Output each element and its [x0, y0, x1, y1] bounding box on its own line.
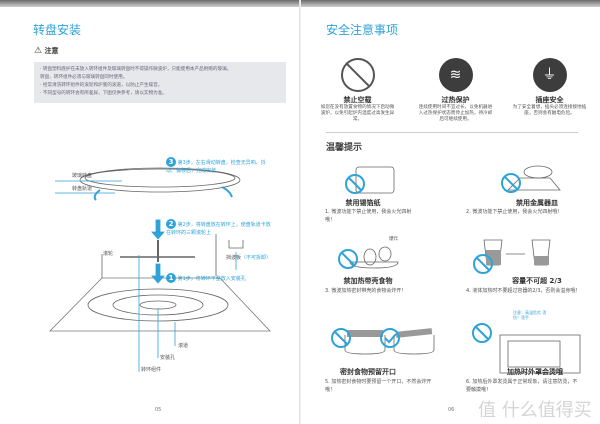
baffle-text: 挡波板: [226, 255, 242, 261]
safety-desc: 如您在没有放置食物的情况下启动微波炉，以免引起炉内温度过高发生异常。: [320, 105, 395, 122]
label-ring-assembly: 转环组件: [141, 367, 162, 373]
safety-desc: 连续使用时间不宜过长，以免机器进入过热保护状态而停止加热，待冷却后可继续使用。: [418, 105, 493, 122]
tip-title: 容量不可超 2/3: [512, 277, 562, 285]
tip-item: 容量不可超 2/3: [497, 276, 577, 286]
page-title: 转盘安装: [33, 23, 82, 37]
note-line: · 转盘塑料底护在未放入转环组件及玻璃转盘时不得操作微波炉，只能使用本产品附赠的…: [40, 67, 232, 72]
step-text: 第1步，将转环平整放入安装孔: [177, 276, 246, 282]
note-box: · 转盘塑料底护在未放入转环组件及玻璃转盘时不得操作微波炉，只能使用本产品附赠的…: [34, 62, 286, 103]
safety-item: ≋ 过热保护 连续使用时间不宜过长，以免机器进入过热保护状态而停止加热，待冷却后…: [418, 58, 493, 123]
label-glass-plate: 玻璃转盘: [72, 173, 93, 179]
step-number: 3: [166, 157, 176, 167]
tip-title: 密封食物预留开口: [340, 368, 396, 376]
step-3: 3 第3步，左右滑动转盘，检查无异响、抖动、偏移后，完成安装: [166, 157, 266, 175]
tip-desc: 2. 微波功能下禁止使用，我会火光四射哦！: [466, 209, 563, 215]
warning-icon: ⚠: [34, 46, 43, 56]
safety-title: 禁止空载: [343, 96, 372, 104]
step-2: 2 第2步，将转盘放在转环上，使盘轨道卡放在转环的三颗滚轮上: [166, 219, 271, 237]
step-text: 第3步，左右滑动转盘，检查无异响、抖动、偏移后，完成安装: [166, 160, 266, 174]
step-text: 第2步，将转盘放在转环上，使盘轨道卡放在转环的三颗滚轮上: [166, 222, 271, 236]
page-spine: [299, 0, 301, 424]
tip-title: 禁加热带壳食物: [343, 277, 393, 285]
overheat-icon: ≋: [438, 58, 473, 92]
page-number: 06: [448, 407, 455, 413]
tip-desc: 5. 加热密封食物时要预留一个开口，不然会炸开哦！: [325, 379, 432, 393]
tip-desc: 1. 微波功能下禁止使用，我会火光四射哦！: [325, 209, 412, 223]
tip-item: 加热时外罩会烫哦: [490, 367, 580, 377]
burst-label: 爆炸: [389, 237, 398, 242]
safety-item: 禁止空载 如您在没有放置食物的情况下启动微波炉，以免引起炉内温度过高发生异常。: [320, 58, 395, 123]
no-empty-run-icon: [340, 58, 375, 92]
page-number: 05: [155, 407, 162, 413]
warning-label: 注意: [44, 47, 59, 55]
step-1: 1 第1步，将转环平整放入安装孔: [166, 273, 276, 283]
tip-title: 加热时外罩会烫哦: [507, 368, 563, 376]
tip-desc: 6. 加热后外罩发烫属于正常现象，请注意防烫，不要触摸哦！: [466, 379, 578, 393]
tip-item: 禁用金属器皿: [497, 198, 577, 208]
safety-title: 插座安全: [535, 96, 564, 104]
label-plate-track: 转盘轨道: [72, 186, 93, 192]
tips-title: 温馨提示: [326, 143, 363, 153]
note-line: · 经常清洗转环组件的滚轮和炉底的滚道，以防止产生噪音。: [40, 83, 163, 88]
tip-title: 禁用锡箔纸: [345, 199, 381, 207]
warning-heading: ⚠ 注意: [34, 46, 59, 56]
page-title: 安全注意事项: [326, 23, 399, 37]
tip-title: 禁用金属器皿: [516, 199, 558, 207]
safety-item: ⏚ 插座安全 为了安全着想，插头必须连接接地插座，否则会有触电危险。: [512, 58, 587, 117]
tip-item: 密封食物预留开口: [323, 367, 413, 377]
watermark: 值 什么值得买: [478, 400, 592, 421]
step-number: 1: [166, 273, 176, 283]
label-roller: 滚轮: [103, 251, 114, 257]
safety-desc: 为了安全着想，插头必须连接接地插座，否则会有触电危险。: [512, 105, 587, 116]
note-line: 转盘、转环组件必须与玻璃转盘同时使用。: [40, 75, 128, 80]
safety-title: 过热保护: [441, 96, 470, 104]
tip-item: 禁加热带壳食物: [323, 276, 413, 286]
label-groove: 滚道: [178, 343, 189, 349]
ground-icon: ⏚: [532, 58, 567, 92]
tip-item: 禁用锡箔纸: [323, 198, 403, 208]
note-line: · 不同型号的转环会有所差异，下图仅供参考，请以实物为准。: [40, 91, 167, 96]
tip-desc: 3. 微波加热密封带壳的食物会炸开！: [325, 288, 407, 294]
turntable-diagram: [49, 167, 271, 372]
label-mount-hole: 安装孔: [160, 355, 176, 361]
divider: [326, 132, 578, 133]
step-number: 2: [166, 219, 176, 229]
label-baffle: 挡波板（不可拆卸）: [226, 255, 271, 262]
tip-desc: 4. 液体加热时不要超过容器的2/3，否则会溢身哦！: [466, 288, 581, 294]
baffle-note: （不可拆卸）: [241, 255, 272, 261]
caution-label: 注意：高温危险 烫伤！烫手: [513, 310, 547, 320]
